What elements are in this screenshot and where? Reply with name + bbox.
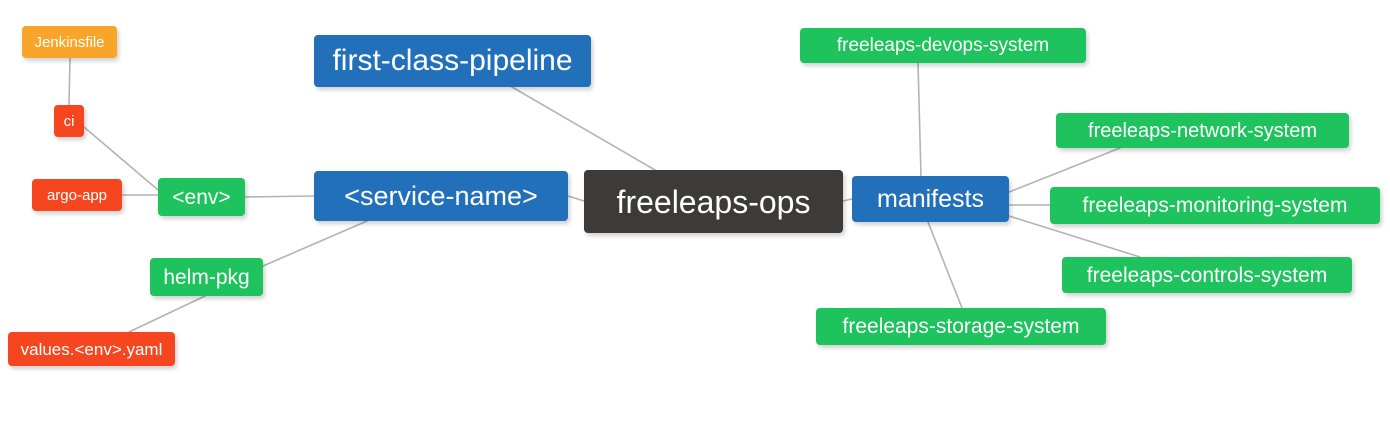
- mindmap-edge: [927, 221, 963, 309]
- mindmap-edge: [68, 57, 71, 106]
- mindmap-node-label: freeleaps-network-system: [1088, 119, 1317, 142]
- mindmap-node-values-env-yaml[interactable]: values.<env>.yaml: [8, 332, 175, 366]
- mindmap-node-label: helm-pkg: [163, 265, 250, 289]
- mindmap-node-argo-app[interactable]: argo-app: [32, 179, 122, 211]
- mindmap-node-manifests[interactable]: manifests: [852, 176, 1009, 222]
- mindmap-edge: [244, 195, 315, 198]
- mindmap-node-label: freeleaps-storage-system: [842, 315, 1080, 338]
- mindmap-node-label: <env>: [172, 185, 231, 209]
- mindmap-node-freeleaps-ops[interactable]: freeleaps-ops: [584, 170, 843, 233]
- mindmap-edge: [262, 220, 368, 267]
- mindmap-node-label: argo-app: [46, 186, 108, 204]
- mindmap-node-jenkinsfile[interactable]: Jenkinsfile: [22, 26, 117, 58]
- mindmap-node-freeleaps-storage-system[interactable]: freeleaps-storage-system: [816, 308, 1106, 345]
- mindmap-node-freeleaps-monitoring-system[interactable]: freeleaps-monitoring-system: [1050, 187, 1380, 224]
- mindmap-edge: [567, 195, 585, 202]
- mindmap-edge: [511, 86, 656, 171]
- mindmap-edge: [128, 295, 206, 333]
- mindmap-node-ci[interactable]: ci: [54, 105, 84, 137]
- mindmap-node-label: manifests: [877, 184, 984, 213]
- mindmap-node-first-class-pipeline[interactable]: first-class-pipeline: [314, 35, 591, 87]
- mindmap-node-label: Jenkinsfile: [34, 33, 105, 51]
- mindmap-node-label: <service-name>: [344, 180, 538, 211]
- mindmap-edge: [842, 198, 853, 202]
- mindmap-edge: [917, 62, 922, 177]
- mindmap-node-freeleaps-controls-system[interactable]: freeleaps-controls-system: [1062, 257, 1352, 293]
- mindmap-node-freeleaps-network-system[interactable]: freeleaps-network-system: [1056, 113, 1349, 148]
- mindmap-node-env[interactable]: <env>: [158, 178, 245, 216]
- mindmap-node-label: freeleaps-monitoring-system: [1082, 194, 1348, 217]
- mindmap-edge: [1008, 147, 1121, 193]
- mindmap-node-freeleaps-devops-system[interactable]: freeleaps-devops-system: [800, 28, 1086, 63]
- mindmap-node-label: first-class-pipeline: [332, 44, 573, 77]
- mindmap-node-label: freeleaps-controls-system: [1086, 263, 1328, 287]
- mindmap-node-label: freeleaps-ops: [616, 183, 811, 220]
- mindmap-node-label: values.<env>.yaml: [20, 339, 163, 359]
- mindmap-node-helm-pkg[interactable]: helm-pkg: [150, 258, 263, 296]
- mindmap-node-service-name[interactable]: <service-name>: [314, 171, 568, 221]
- mindmap-node-label: freeleaps-devops-system: [836, 35, 1050, 56]
- mindmap-node-label: ci: [63, 112, 75, 130]
